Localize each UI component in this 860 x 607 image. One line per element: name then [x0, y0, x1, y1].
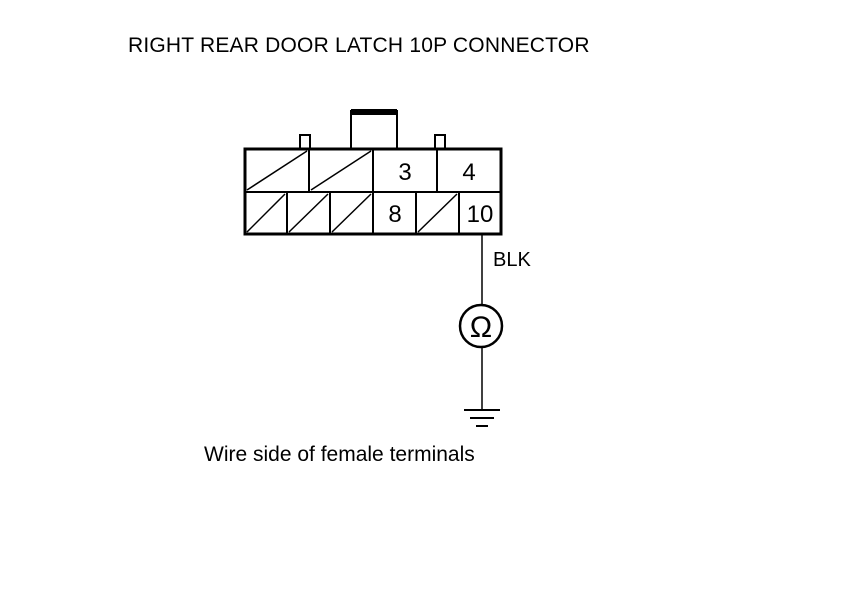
empty-cavity-mark [246, 193, 286, 233]
lock-tab [350, 110, 398, 150]
guide-key-left [299, 134, 311, 150]
wire-color-label: BLK [493, 249, 531, 271]
empty-cavity-mark [331, 193, 372, 233]
terminal-8-label: 8 [388, 201, 401, 228]
ohmmeter-icon: Ω [458, 303, 504, 349]
terminal-10-label: 10 [467, 201, 494, 228]
terminal-3-label: 3 [398, 159, 411, 186]
diagram-title: RIGHT REAR DOOR LATCH 10P CONNECTOR [128, 34, 590, 57]
ohm-symbol: Ω [470, 311, 492, 344]
diagram-caption: Wire side of female terminals [204, 443, 475, 466]
connector-housing [243, 109, 503, 236]
empty-cavity-mark [417, 193, 458, 233]
empty-cavity-mark [288, 193, 329, 233]
terminal-4-label: 4 [462, 159, 475, 186]
lock-tab-bar [351, 109, 397, 115]
empty-cavity-mark [310, 150, 372, 191]
empty-cavity-mark [246, 150, 308, 191]
ground-icon [464, 409, 500, 427]
guide-key-right [434, 134, 446, 150]
